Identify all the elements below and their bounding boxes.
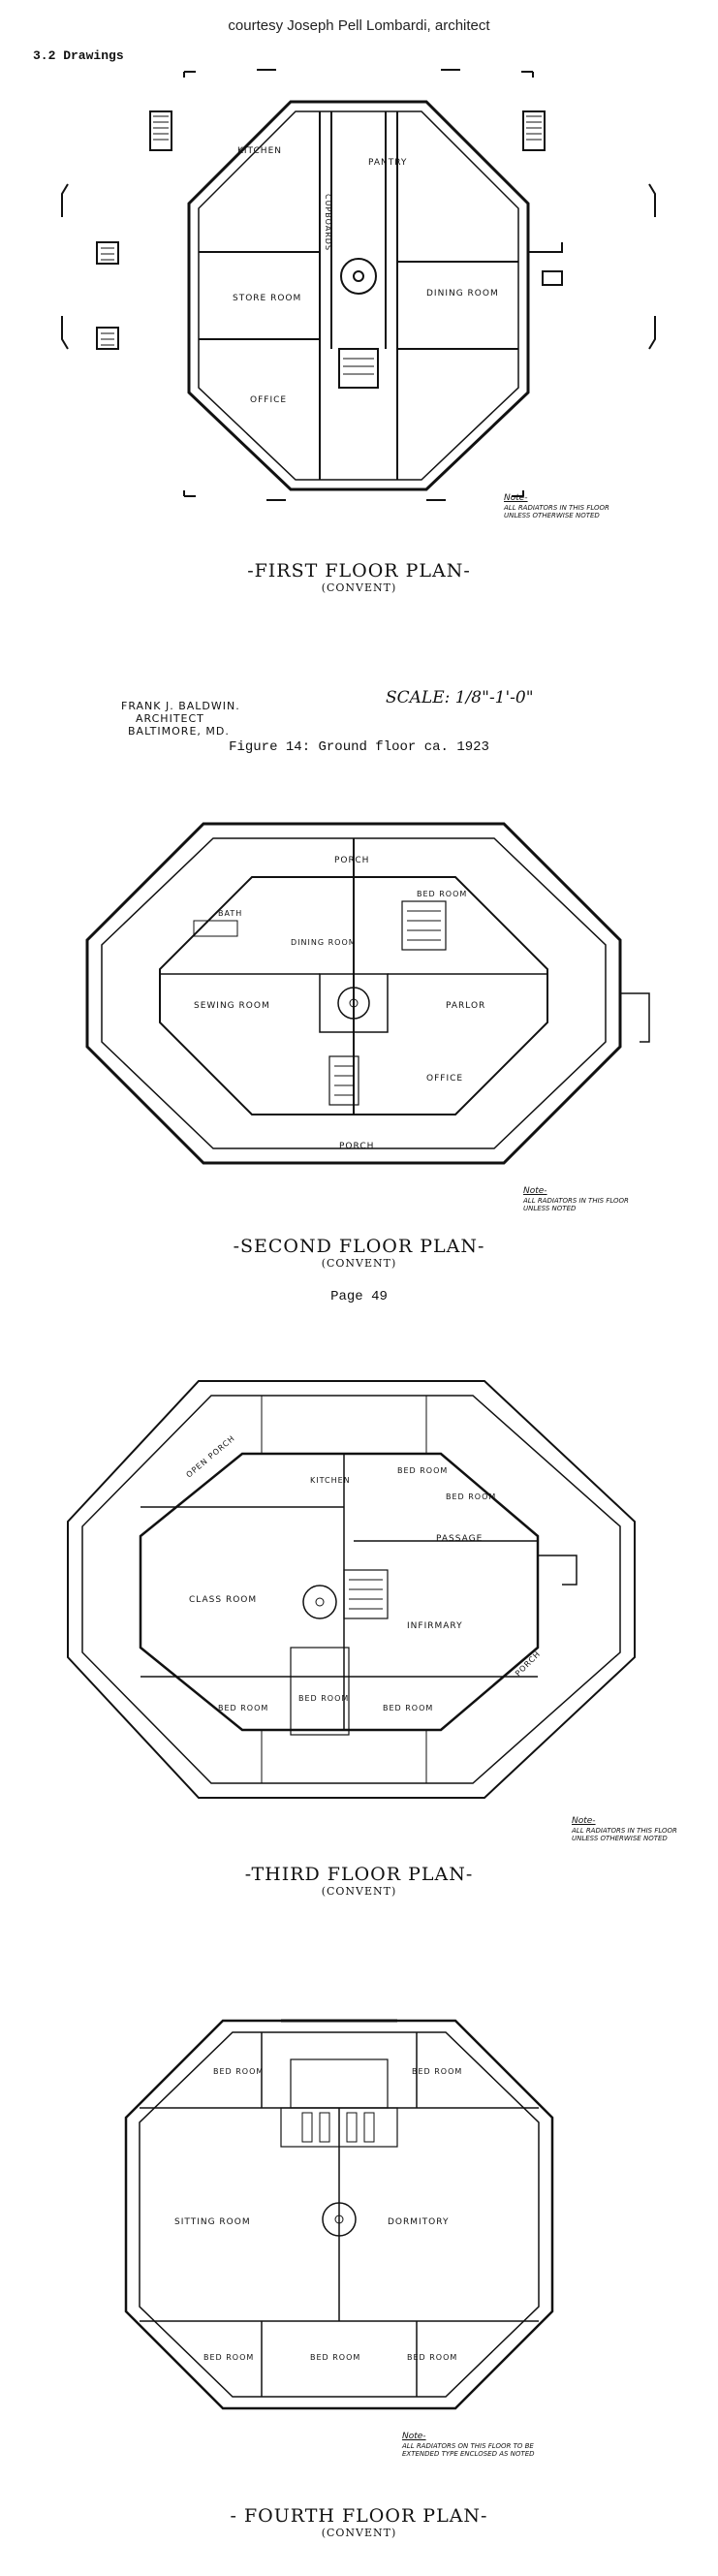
room-label-open-porch: OPEN PORCH [185,1433,237,1479]
plan1-radiator-note: Note-ALL RADIATORS IN THIS FLOOR UNLESS … [504,493,609,520]
room-label-cupboards: CUPBOARDS [324,194,332,251]
room-label-sewing-room: SEWING ROOM [194,1001,270,1011]
room-label-bed-room-top-right: BED ROOM [412,2067,462,2076]
section-heading: 3.2 Drawings [33,48,124,63]
plan2-title: -SECOND FLOOR PLAN- [233,1236,485,1257]
room-label-dining-room: DINING ROOM [426,289,499,298]
room-label-class-room: CLASS ROOM [189,1595,257,1605]
first-floor-plan-drawing: KITCHEN PANTRY STORE ROOM DINING ROOM OF… [61,69,656,501]
room-label-bed-room-bottom-left: BED ROOM [218,1704,268,1712]
plan2-subtitle: (CONVENT) [321,1257,397,1270]
room-label-dormitory: DORMITORY [388,2217,449,2227]
room-label-porch-top: PORCH [334,856,369,865]
page-number: Page 49 [330,1289,388,1304]
room-label-bed-room-bottom-right: BED ROOM [383,1704,433,1712]
architect-name: FRANK J. BALDWIN. [121,700,240,712]
room-label-bed-room-bottom-right: BED ROOM [407,2353,457,2362]
plan4-radiator-note: Note-ALL RADIATORS ON THIS FLOOR TO BE E… [402,2432,535,2459]
room-label-passage: PASSAGE [436,1534,483,1544]
room-label-parlor: PARLOR [446,1001,485,1011]
plan3-title: -THIRD FLOOR PLAN- [244,1864,474,1885]
room-label-bed-room: BED ROOM [417,890,467,898]
room-label-pantry: PANTRY [368,158,407,168]
drawing-scale: SCALE: 1/8"-1'-0" [386,688,534,707]
plan3-radiator-note: Note-ALL RADIATORS IN THIS FLOOR UNLESS … [572,1816,677,1843]
architect-role: ARCHITECT [136,712,204,725]
third-floor-plan-drawing: OPEN PORCH KITCHEN BED ROOM BED ROOM PAS… [67,1380,636,1799]
room-label-kitchen: KITCHEN [237,146,282,156]
plan2-radiator-note: Note-ALL RADIATORS IN THIS FLOOR UNLESS … [523,1186,629,1213]
room-label-kitchen: KITCHEN [310,1476,351,1485]
room-label-office: OFFICE [426,1074,463,1084]
room-label-bed-room-right: BED ROOM [446,1492,496,1501]
room-label-bed-room-top: BED ROOM [397,1466,448,1475]
second-floor-plan-drawing: PORCH BATH DINING ROOM BED ROOM SEWING R… [85,822,650,1165]
room-label-bed-room-bottom-center: BED ROOM [298,1694,349,1703]
plan1-title: -FIRST FLOOR PLAN- [247,560,471,581]
plan4-title: - FOURTH FLOOR PLAN- [230,2505,488,2527]
room-label-bed-room-top-left: BED ROOM [213,2067,264,2076]
plan3-subtitle: (CONVENT) [321,1885,397,1898]
room-label-bath: BATH [218,909,242,918]
room-label-porch-bottom: PORCH [339,1142,374,1151]
room-label-sitting-room: SITTING ROOM [174,2217,251,2227]
architect-city: BALTIMORE, MD. [128,725,230,738]
room-label-office: OFFICE [250,395,287,405]
room-label-bed-room-bottom-center: BED ROOM [310,2353,360,2362]
plan4-subtitle: (CONVENT) [321,2527,397,2539]
room-label-dining-room: DINING ROOM [291,938,357,947]
plan1-subtitle: (CONVENT) [321,581,397,594]
fourth-floor-plan-drawing: BED ROOM BED ROOM SITTING ROOM DORMITORY… [124,2019,554,2410]
image-credit: courtesy Joseph Pell Lombardi, architect [228,17,490,34]
room-label-bed-room-bottom-left: BED ROOM [203,2353,254,2362]
room-label-infirmary: INFIRMARY [407,1621,463,1631]
room-label-store-room: STORE ROOM [233,294,301,303]
figure-caption: Figure 14: Ground floor ca. 1923 [229,739,489,755]
